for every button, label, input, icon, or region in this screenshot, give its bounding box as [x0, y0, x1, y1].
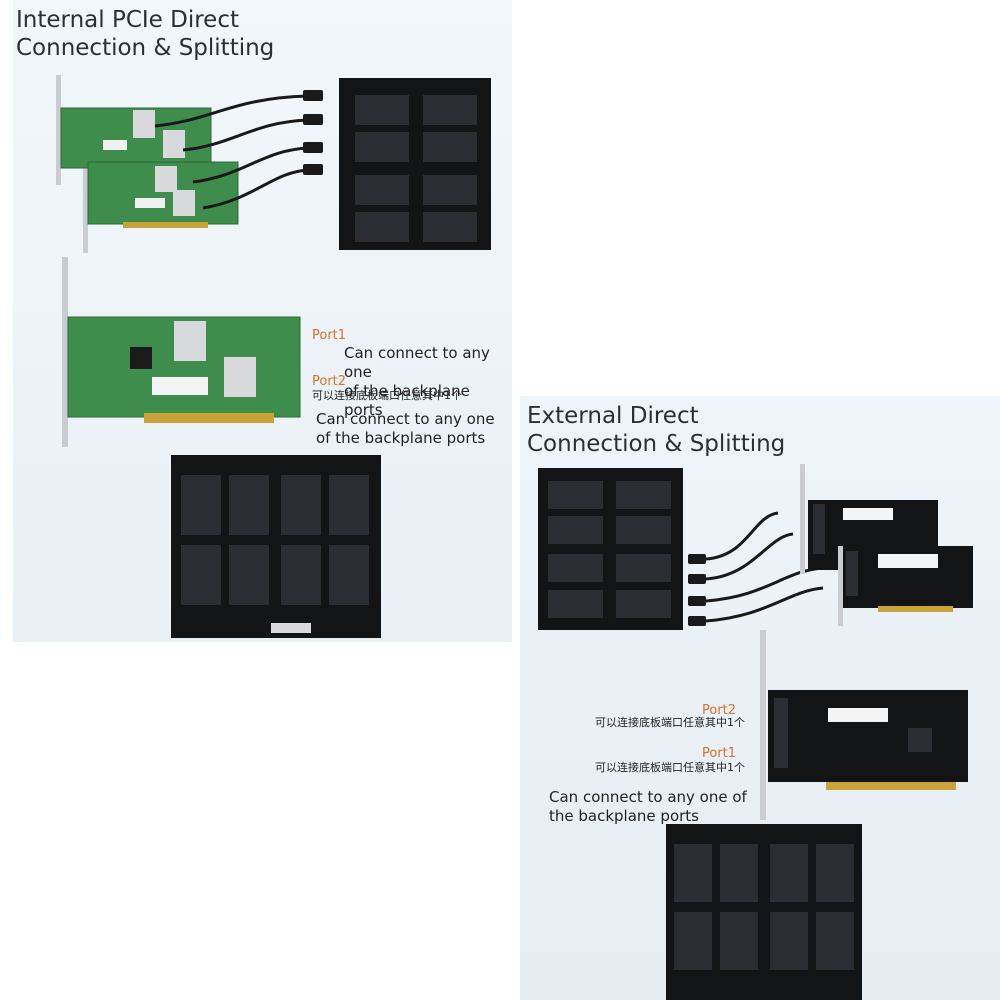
backplane-board-icon — [666, 824, 862, 1000]
external-port2-label: Port2 — [702, 703, 737, 718]
internal-port2-note: Can connect to any one of the backplane … — [316, 410, 495, 447]
internal-port2-note-cn: 可以连接底板端口任意其中1个 — [312, 389, 462, 402]
pcie-card-icon — [843, 546, 973, 612]
internal-port2-label: Port2 — [312, 374, 347, 389]
internal-port1-note: Can connect to any one of the backplane … — [344, 344, 490, 419]
cable-icon — [154, 94, 309, 210]
internal-card-illustration — [62, 257, 301, 447]
external-panel: External Direct Connection & Splitting — [520, 396, 1000, 1000]
bracket-icon — [56, 75, 88, 253]
external-port1-label: Port1 — [702, 746, 737, 761]
external-port1-note-cn: 可以连接底板端口任意其中1个 — [595, 761, 745, 774]
external-port2-note-cn: 可以连接底板端口任意其中1个 — [595, 716, 745, 729]
internal-port1-label: Port1 — [312, 328, 347, 343]
cable-icon — [705, 511, 824, 623]
external-note: Can connect to any one of the backplane … — [549, 788, 747, 825]
external-title: External Direct Connection & Splitting — [527, 403, 786, 457]
external-top-illustration — [538, 464, 973, 630]
external-card-illustration — [760, 630, 968, 820]
backplane-board-icon — [171, 455, 381, 638]
pcie-card-icon — [87, 161, 239, 228]
internal-title: Internal PCIe Direct Connection & Splitt… — [16, 7, 275, 61]
backplane-board-icon — [339, 78, 491, 250]
internal-top-illustration — [56, 75, 491, 253]
backplane-board-icon — [538, 468, 683, 630]
internal-panel: Internal PCIe Direct Connection & Splitt… — [13, 0, 512, 642]
